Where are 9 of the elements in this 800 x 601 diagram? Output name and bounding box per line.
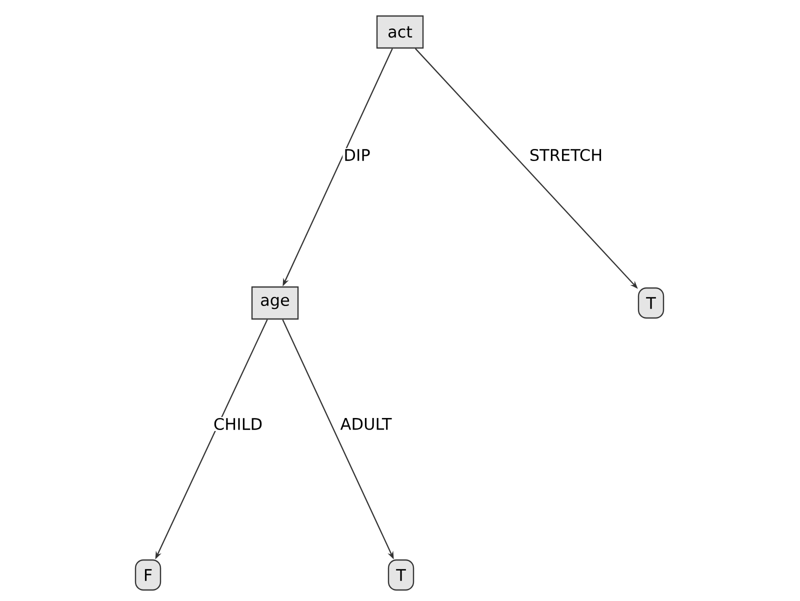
leaf-node: T <box>388 559 414 591</box>
edge-label: CHILD <box>212 416 264 432</box>
leaf-node: F <box>134 559 162 591</box>
leaf-node: T <box>638 287 664 319</box>
edge-label: ADULT <box>339 417 393 431</box>
decision-box: age <box>251 286 299 320</box>
edge-label: STRETCH <box>528 148 604 162</box>
edge-label: DIP <box>342 148 372 162</box>
decision-box: act <box>376 15 424 49</box>
